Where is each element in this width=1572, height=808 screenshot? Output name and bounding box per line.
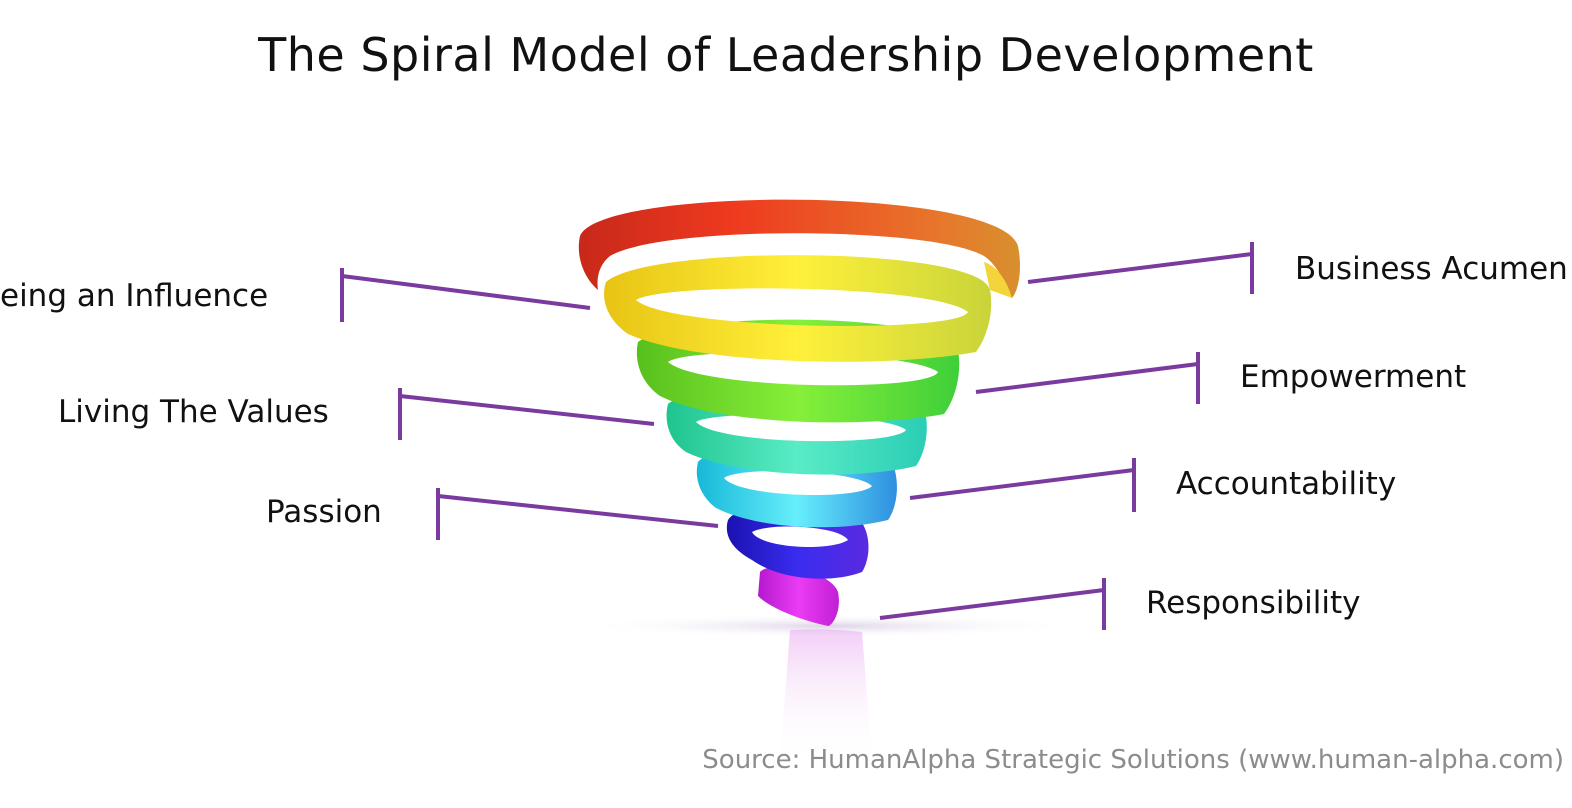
label-living-the-values: Living The Values [58,394,329,430]
label-empowerment: Empowerment [1240,359,1467,395]
label-responsibility: Responsibility [1146,585,1361,621]
spiral-band-yellow [604,255,992,362]
connector-being-an-influence [340,268,591,322]
label-accountability: Accountability [1176,466,1397,502]
connector-empowerment [975,352,1200,404]
source-credit: Source: HumanAlpha Strategic Solutions (… [702,745,1564,775]
label-business-acumen: Business Acumen [1295,251,1568,287]
connector-business-acumen [1027,242,1254,294]
connector-responsibility [879,578,1106,630]
connector-living-the-values [398,388,655,440]
spiral-band-magenta [758,566,839,626]
diagram-title: The Spiral Model of Leadership Developme… [258,28,1314,82]
floor-shadow [580,614,1080,638]
label-passion: Passion [266,494,382,530]
spiral-band-red [578,199,1020,298]
connector-passion [436,488,719,540]
connector-accountability [909,458,1136,512]
spiral-reflection [780,629,872,765]
label-being-an-influence: eing an Influence [0,278,269,314]
